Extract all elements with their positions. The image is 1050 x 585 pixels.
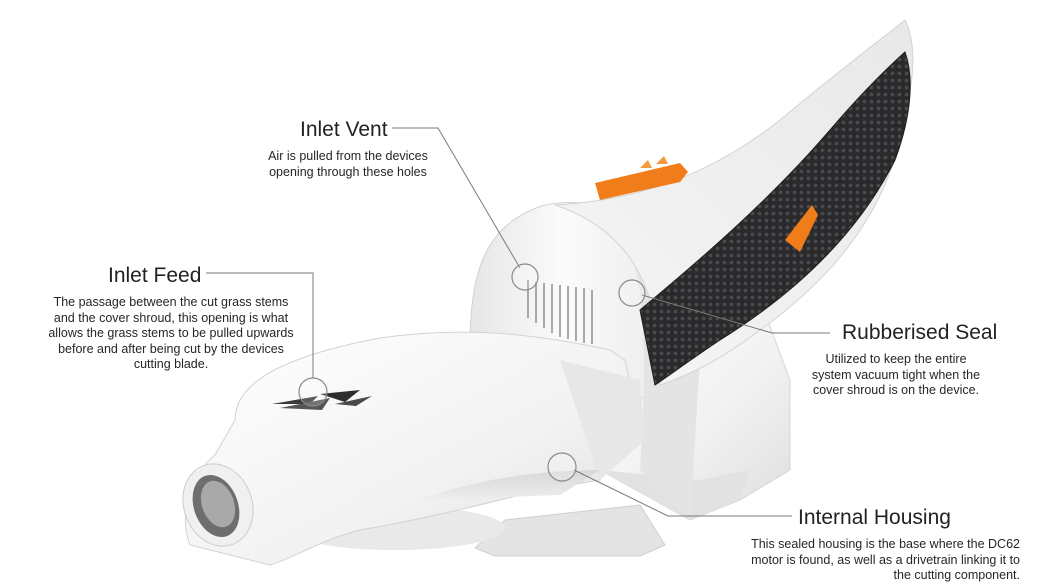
leader-rubberised-seal (641, 294, 830, 334)
callout-internal-housing: Internal Housing This sealed housing is … (740, 506, 1040, 584)
callout-description: Utilized to keep the entire system vacuu… (811, 352, 981, 397)
callout-description: The passage between the cut grass stems … (48, 295, 294, 371)
callout-title: Internal Housing (798, 506, 951, 529)
callout-title: Rubberised Seal (842, 321, 998, 344)
callout-rubberised-seal: Rubberised Seal Utilized to keep the ent… (806, 321, 998, 399)
magnifier-circle-marker-icon (547, 452, 577, 482)
callout-title: Inlet Feed (108, 264, 202, 287)
rubberised-seal-mesh (639, 51, 911, 386)
nozzle-opening (182, 463, 254, 547)
leader-internal-housing (573, 469, 792, 517)
callout-inlet-vent: Inlet Vent Air is pulled from the device… (248, 118, 448, 180)
magnifier-circle-marker-icon (618, 279, 646, 307)
callout-description: This sealed housing is the base where th… (751, 537, 1020, 582)
orange-accents (595, 156, 818, 252)
callout-description: Air is pulled from the devices opening t… (268, 149, 428, 179)
leader-lines (206, 127, 830, 517)
leader-inlet-vent (392, 127, 521, 269)
marker-circles (298, 263, 646, 482)
callout-inlet-feed: Inlet Feed The passage between the cut g… (46, 264, 296, 373)
callout-title: Inlet Vent (300, 118, 388, 141)
magnifier-circle-marker-icon (511, 263, 539, 291)
magnifier-circle-marker-icon (298, 377, 328, 407)
leader-inlet-feed (206, 272, 314, 378)
inlet-vent-slots (527, 280, 593, 344)
